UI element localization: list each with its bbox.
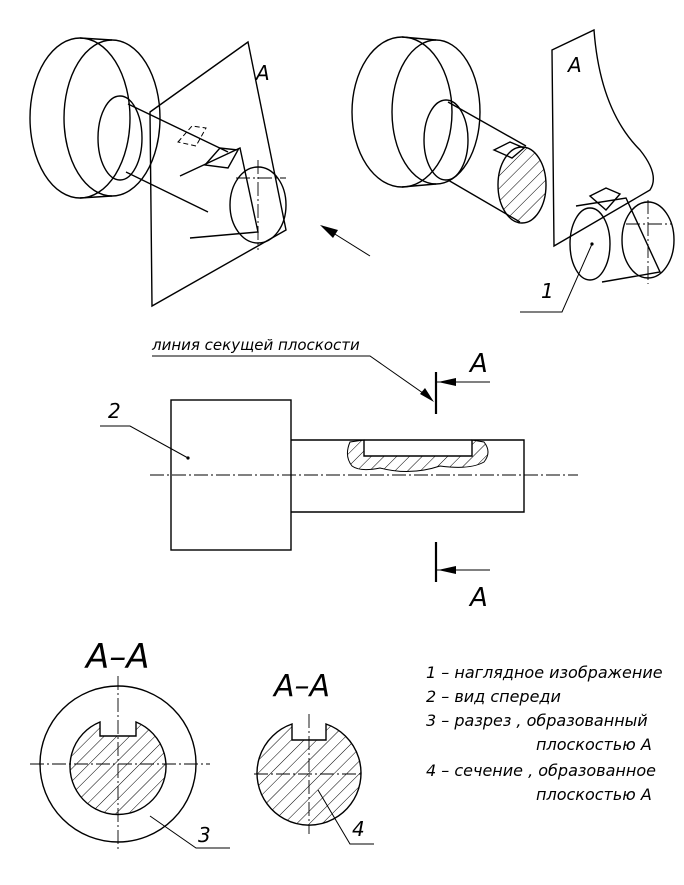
legend: 1 – наглядное изображение 2 – вид сперед… [426,663,663,804]
iso-left-plane-label: A [254,61,270,85]
iso-right-view [351,28,675,313]
callout-1: 1 [541,279,554,303]
section-arrow-bottom-label: A [468,583,488,613]
cutting-plane [149,40,287,308]
section-3-title: A–A [84,637,150,677]
legend-line-3b: плоскостью А [536,735,652,754]
section-4-view [254,714,374,845]
legend-line-2: 2 – вид спереди [426,687,561,706]
section-3-view [30,676,230,852]
view-direction-arrow [320,225,371,257]
iso-left-view [29,37,287,308]
cutting-plane-right [551,28,654,248]
section-arrow-top-label: A [468,349,488,379]
iso-right-plane-label: A [566,53,582,77]
front-view [100,355,578,582]
section-4-title: A–A [272,669,330,704]
legend-line-1: 1 – наглядное изображение [426,663,663,682]
callout-4: 4 [352,817,365,841]
legend-line-4a: 4 – сечение , образованное [426,761,656,780]
legend-line-4b: плоскостью А [536,785,652,804]
legend-line-3a: 3 – разрез , образованный [426,711,648,730]
callout-2: 2 [108,399,121,423]
cutting-line-caption: линия секущей плоскости [151,336,360,354]
callout-3: 3 [198,823,211,847]
